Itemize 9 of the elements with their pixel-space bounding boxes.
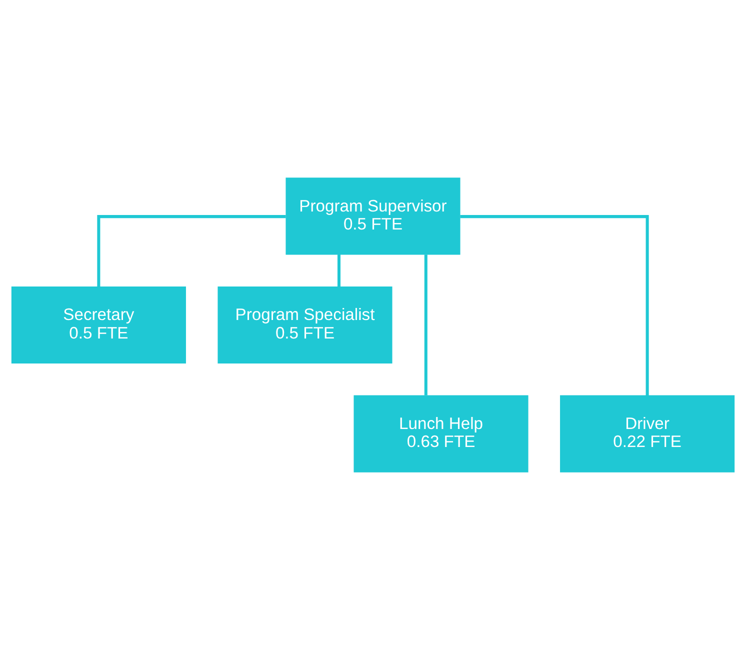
node-box: Driver 0.22 FTE <box>560 394 735 472</box>
node-box: Program Supervisor 0.5 FTE <box>286 177 460 254</box>
node-box: Program Specialist 0.5 FTE <box>218 286 392 364</box>
node-box: Lunch Help 0.63 FTE <box>354 394 528 472</box>
connector <box>424 254 428 395</box>
connector <box>97 214 286 286</box>
node-box: Secretary 0.5 FTE <box>11 286 186 364</box>
connector <box>460 214 649 395</box>
connector <box>337 254 340 286</box>
